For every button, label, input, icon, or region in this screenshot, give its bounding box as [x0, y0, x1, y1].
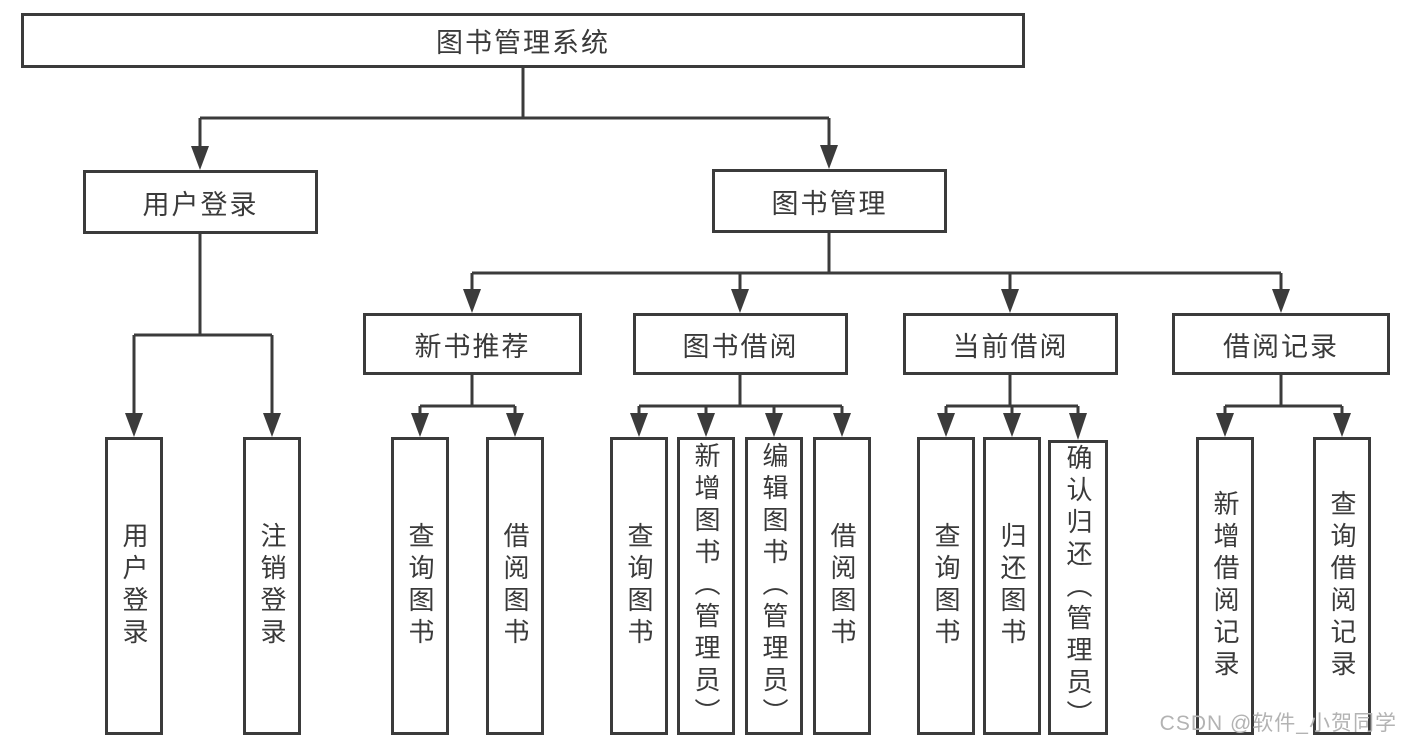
- connector-current-borrow-to-children: [937, 375, 1087, 440]
- node-book-borrow: 图书借阅: [633, 313, 848, 375]
- leaf-query-book-3-label: 查询图书: [931, 522, 961, 650]
- leaf-edit-book: 编辑图书（管理员）: [745, 437, 803, 735]
- leaf-query-book-1: 查询图书: [391, 437, 449, 735]
- connector-new-book-rec-to-children: [411, 375, 524, 437]
- node-current-borrow-label: 当前借阅: [952, 331, 1069, 362]
- leaf-query-book-1-label: 查询图书: [405, 522, 435, 650]
- leaf-query-book-3: 查询图书: [917, 437, 975, 735]
- leaf-add-record: 新增借阅记录: [1196, 437, 1254, 735]
- node-root-label: 图书管理系统: [436, 28, 610, 58]
- csdn-watermark: CSDN @软件_小贺同学: [1159, 712, 1397, 735]
- leaf-confirm-return: 确认归还（管理员）: [1048, 440, 1108, 735]
- connector-book-mgmt-to-level3: [463, 232, 1290, 313]
- node-new-book-rec-label: 新书推荐: [414, 331, 531, 362]
- node-book-borrow-label: 图书借阅: [682, 331, 799, 362]
- leaf-add-book-label: 新增图书（管理员）: [691, 442, 721, 730]
- leaf-logout: 注销登录: [243, 437, 301, 735]
- leaf-borrow-book-1: 借阅图书: [486, 437, 544, 735]
- leaf-borrow-book-1-label: 借阅图书: [500, 522, 530, 650]
- leaf-logout-label: 注销登录: [257, 522, 287, 650]
- node-borrow-records-label: 借阅记录: [1223, 331, 1339, 362]
- leaf-edit-book-label: 编辑图书（管理员）: [759, 442, 789, 730]
- node-book-mgmt-label: 图书管理: [771, 188, 888, 219]
- leaf-return-book-label: 归还图书: [997, 522, 1027, 650]
- node-borrow-records: 借阅记录: [1172, 313, 1390, 375]
- connector-root-to-level2: [191, 68, 838, 170]
- connector-borrow-records-to-children: [1216, 375, 1351, 437]
- node-new-book-rec: 新书推荐: [363, 313, 582, 375]
- leaf-query-record-label: 查询借阅记录: [1327, 490, 1357, 682]
- leaf-user-login: 用户登录: [105, 437, 163, 735]
- leaf-query-book-2-label: 查询图书: [624, 522, 654, 650]
- node-root: 图书管理系统: [21, 13, 1025, 68]
- leaf-borrow-book-2: 借阅图书: [813, 437, 871, 735]
- leaf-query-record: 查询借阅记录: [1313, 437, 1371, 735]
- node-current-borrow: 当前借阅: [903, 313, 1118, 375]
- leaf-add-record-label: 新增借阅记录: [1210, 490, 1240, 682]
- leaf-borrow-book-2-label: 借阅图书: [827, 522, 857, 650]
- node-user-login-label: 用户登录: [142, 189, 259, 220]
- leaf-confirm-return-label: 确认归还（管理员）: [1063, 443, 1093, 732]
- leaf-add-book: 新增图书（管理员）: [677, 437, 735, 735]
- connector-book-borrow-to-children: [630, 375, 851, 437]
- node-book-mgmt: 图书管理: [712, 169, 947, 233]
- connector-user-login-to-children: [125, 234, 281, 437]
- node-user-login: 用户登录: [83, 170, 318, 234]
- leaf-query-book-2: 查询图书: [610, 437, 668, 735]
- leaf-user-login-label: 用户登录: [119, 522, 149, 650]
- leaf-return-book: 归还图书: [983, 437, 1041, 735]
